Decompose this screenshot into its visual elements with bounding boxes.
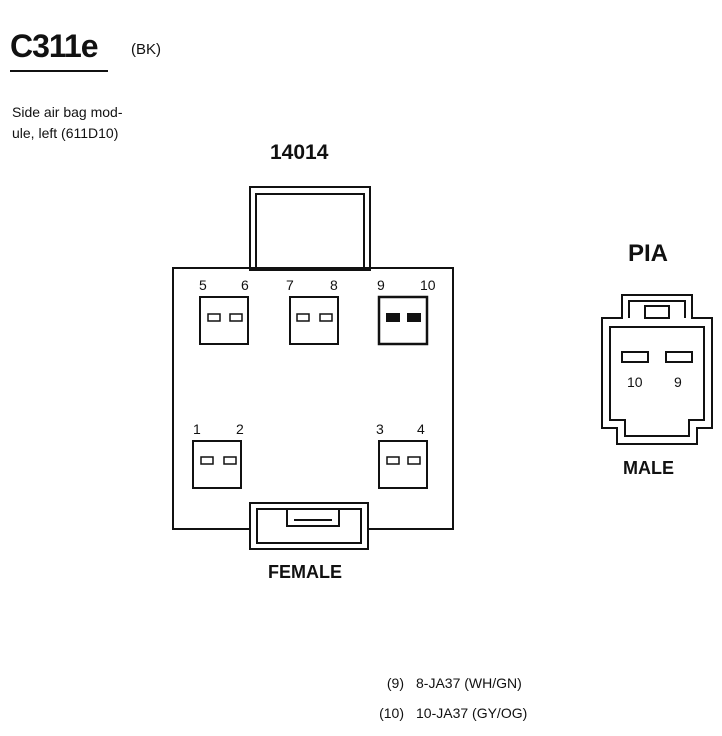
wire-table: (9) 8-JA37 (WH/GN) (10) 10-JA37 (GY/OG)	[370, 675, 527, 735]
cavity-3-4	[378, 440, 428, 489]
pin-label-10: 10	[420, 277, 436, 293]
pin-label-9: 9	[377, 277, 385, 293]
connector-color-code: (BK)	[131, 41, 161, 58]
male-terminals	[621, 351, 693, 363]
pin-label-8: 8	[330, 277, 338, 293]
male-pin-label-9: 9	[674, 374, 682, 390]
male-label: MALE	[623, 458, 674, 478]
cavity-9-10	[377, 295, 429, 346]
male-connector-outline	[601, 294, 713, 445]
wire-cavity: (9)	[386, 675, 404, 691]
pin-label-1: 1	[193, 421, 201, 437]
wire-circuit: 8-JA37 (WH/GN)	[416, 675, 522, 691]
wire-row: (9) 8-JA37 (WH/GN)	[370, 675, 527, 705]
connector-description: Side air bag mod- ule, left (611D10)	[12, 102, 162, 144]
wire-row: (10) 10-JA37 (GY/OG)	[370, 705, 527, 735]
cavity-7-8	[289, 296, 339, 345]
pin-label-7: 7	[286, 277, 294, 293]
description-line-2: ule, left (611D10)	[12, 125, 119, 141]
connector-id: C311e	[10, 28, 99, 64]
female-top-latch	[249, 186, 371, 271]
male-title: PIA	[628, 240, 669, 267]
male-pin-label-10: 10	[627, 374, 643, 390]
pin-label-4: 4	[417, 421, 425, 437]
cavity-1-2	[192, 440, 242, 489]
wire-circuit: 10-JA37 (GY/OG)	[416, 705, 528, 721]
female-bottom-lock	[249, 502, 369, 550]
cavity-5-6	[199, 296, 249, 345]
pin-label-2: 2	[236, 421, 244, 437]
title-underline	[10, 70, 108, 72]
female-connector-body	[172, 267, 454, 530]
description-line-1: Side air bag mod-	[12, 104, 123, 120]
pin-label-6: 6	[241, 277, 249, 293]
pin-label-5: 5	[199, 277, 207, 293]
pin-label-3: 3	[376, 421, 384, 437]
female-part-number: 14014	[270, 141, 329, 164]
female-label: FEMALE	[268, 562, 342, 582]
wire-cavity: (10)	[379, 705, 404, 721]
